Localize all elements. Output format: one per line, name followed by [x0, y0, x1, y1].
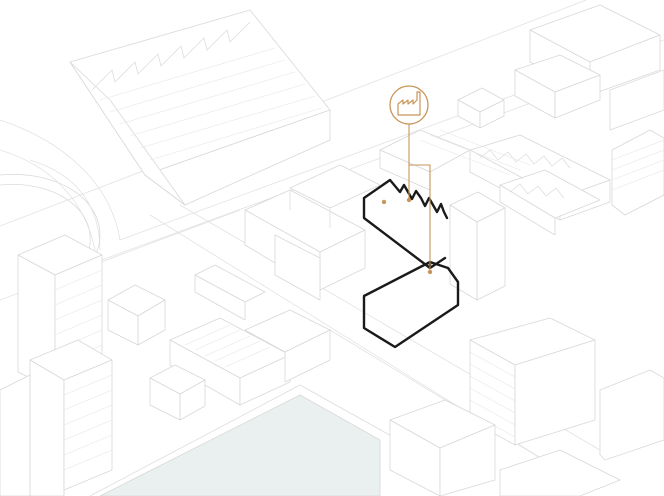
water-surface	[100, 395, 380, 496]
left-tower-2-front	[64, 360, 112, 490]
left-tower-2-side	[30, 360, 64, 496]
tall-slab-side	[450, 205, 477, 300]
leader-dot-3	[428, 270, 432, 274]
small-left-block	[108, 285, 165, 345]
highlighted-site	[364, 180, 458, 347]
site-upper-outline	[364, 180, 447, 268]
left-towers	[0, 235, 112, 496]
sawtooth-factory-hall	[70, 10, 330, 205]
central-blocks	[245, 165, 380, 300]
factory-marker	[390, 86, 428, 124]
right-edge-buildings	[612, 130, 664, 215]
marker-ring	[390, 86, 428, 124]
leader-dot-1	[382, 200, 386, 204]
lower-right-towers	[390, 318, 664, 496]
leader-dot-2	[407, 198, 411, 202]
small-block-top	[458, 88, 504, 128]
left-tower-3	[0, 375, 30, 496]
curved-road-1	[0, 120, 120, 240]
lr-tower-2	[600, 370, 664, 460]
tall-slab-front	[477, 208, 505, 300]
top-right-blocks	[515, 5, 664, 130]
curved-road-2	[0, 150, 95, 250]
site-lower-outline	[364, 262, 458, 347]
